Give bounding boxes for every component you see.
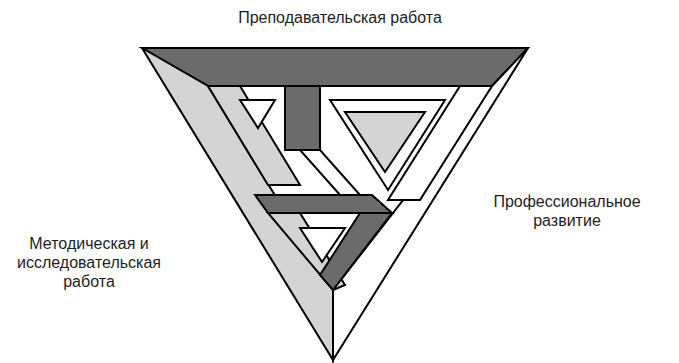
top-label: Преподавательская работа: [160, 8, 520, 27]
left-label: Методическая и исследовательская работа: [4, 234, 174, 291]
right-label: Профессиональное развитие: [462, 192, 672, 230]
